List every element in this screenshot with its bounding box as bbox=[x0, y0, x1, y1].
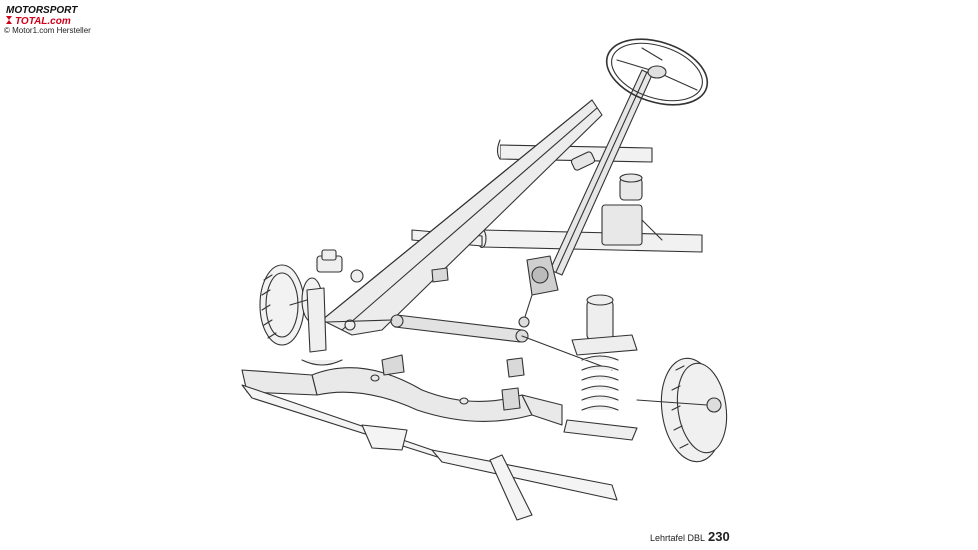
lower-subframe bbox=[241, 384, 618, 521]
steering-box bbox=[518, 255, 559, 328]
steering-wheel bbox=[605, 38, 709, 106]
watermark: MOTORSPORT TOTAL.com © Motor1.com Herste… bbox=[4, 3, 124, 39]
left-knuckle bbox=[301, 249, 364, 366]
svg-text:TOTAL.com: TOTAL.com bbox=[15, 16, 71, 27]
right-brake-drum bbox=[636, 357, 728, 463]
frame-rail bbox=[321, 99, 603, 336]
svg-text:MOTORSPORT: MOTORSPORT bbox=[6, 5, 78, 16]
plate-number: 230 bbox=[708, 529, 730, 544]
brackets bbox=[381, 267, 525, 411]
left-brake-drum bbox=[259, 264, 323, 346]
right-suspension bbox=[563, 294, 638, 441]
photo-credit: © Motor1.com Hersteller bbox=[4, 26, 91, 35]
tie-rod bbox=[326, 314, 613, 371]
chassis-technical-drawing bbox=[241, 38, 728, 521]
front-crossmember bbox=[241, 367, 563, 426]
plate-prefix: Lehrtafel DBL bbox=[650, 533, 706, 543]
reservoirs bbox=[601, 173, 663, 246]
motorsport-total-logo: MOTORSPORT TOTAL.com bbox=[6, 5, 78, 27]
